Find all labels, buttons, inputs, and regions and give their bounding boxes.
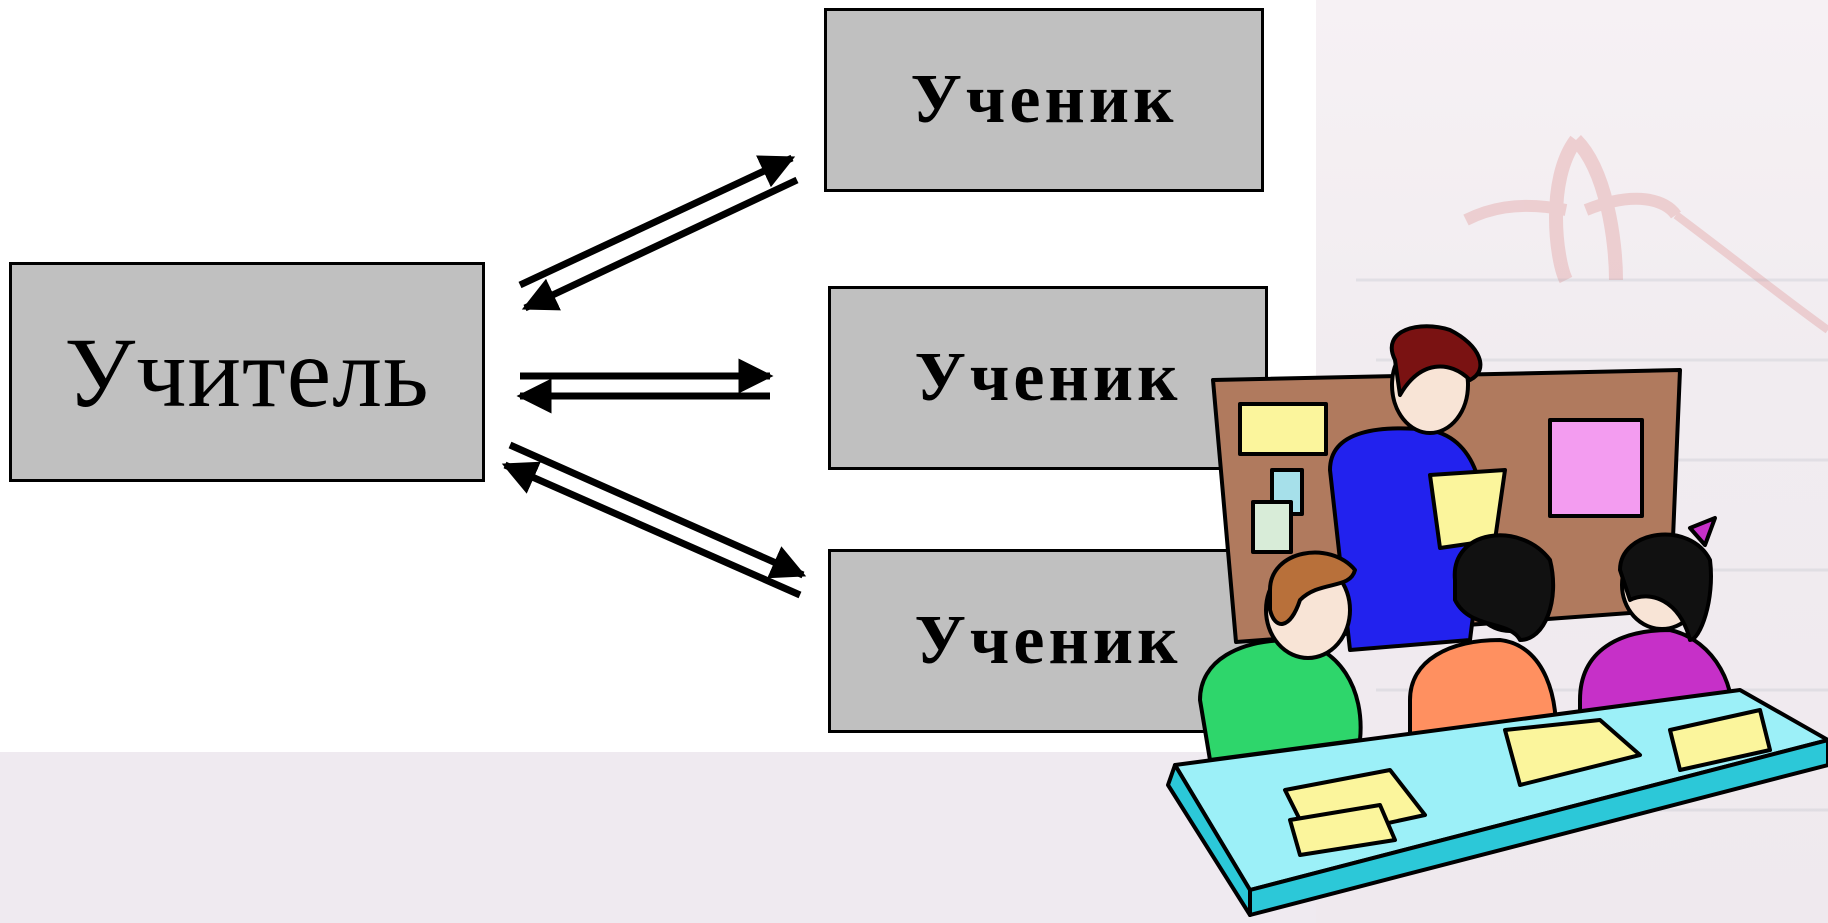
student-box-1: Ученик [824, 8, 1264, 192]
arrow-teacher-to-student-3 [508, 441, 807, 579]
arrow-teacher-to-student-1 [518, 154, 796, 289]
student-label-3: Ученик [914, 602, 1182, 679]
student-label-2: Ученик [914, 339, 1182, 416]
arrow-student-3-to-teacher [501, 461, 802, 599]
student-box-3: Ученик [828, 549, 1268, 733]
student-label-1: Ученик [910, 61, 1178, 138]
student-box-2: Ученик [828, 286, 1268, 470]
teacher-label: Учитель [64, 316, 430, 428]
arrow-student-1-to-teacher [521, 176, 799, 312]
bottom-band [0, 752, 1316, 923]
teacher-box: Учитель [9, 262, 485, 482]
